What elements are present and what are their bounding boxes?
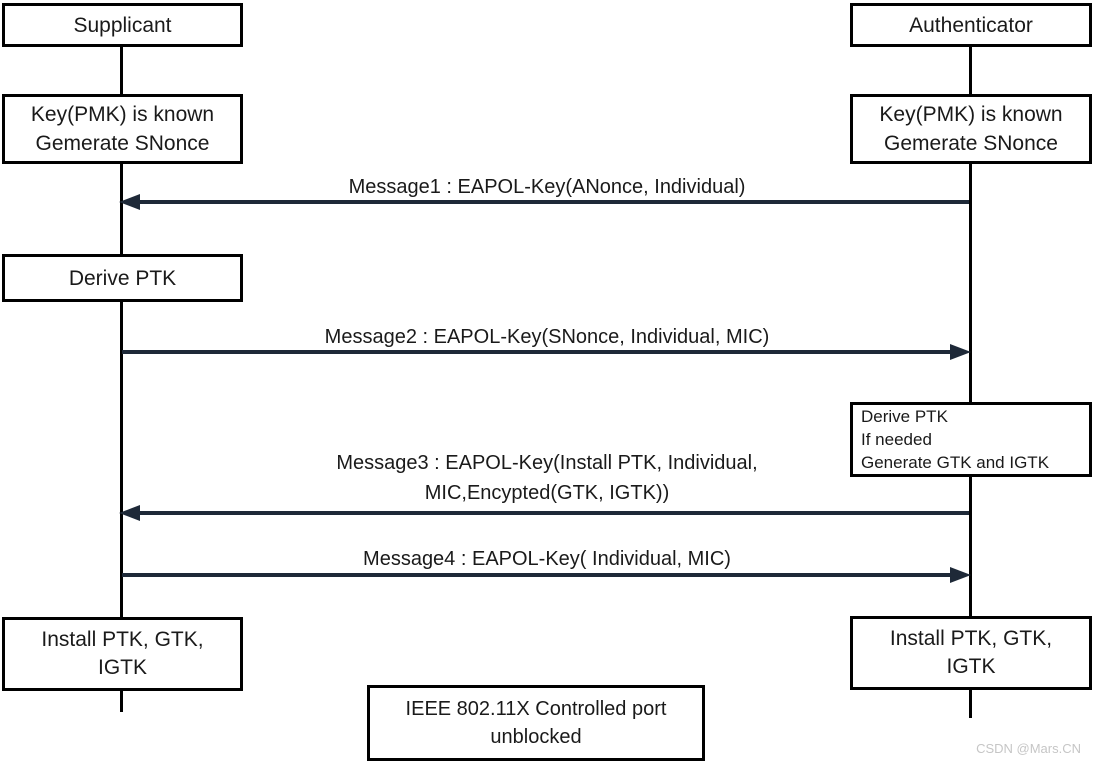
note-controlled-port: IEEE 802.11X Controlled port unblocked — [367, 685, 705, 761]
note-line: Generate GTK and IGTK — [861, 453, 1050, 472]
supplicant-lifeline-segment — [120, 47, 123, 94]
arrowhead-right-icon — [950, 567, 971, 583]
message1-label: Message1 : EAPOL-Key(ANonce, Individual) — [348, 176, 746, 198]
note-supplicant-derive-ptk: Derive PTK — [2, 254, 243, 302]
supplicant-lifeline-segment — [120, 302, 123, 617]
note-line: IGTK — [97, 656, 147, 679]
note-line: IEEE 802.11X Controlled port — [405, 698, 667, 720]
message3-arrow — [138, 511, 969, 515]
supplicant-lifeline-segment — [120, 691, 123, 712]
watermark: CSDN @Mars.CN — [976, 741, 1081, 756]
note-line: unblocked — [490, 726, 582, 748]
message4-label: Message4 : EAPOL-Key( Individual, MIC) — [363, 548, 731, 570]
message1-arrow — [138, 200, 969, 204]
note-line: Derive PTK — [68, 266, 177, 290]
authenticator-lifeline-segment — [969, 690, 972, 718]
message4-arrow — [122, 573, 950, 577]
note-authenticator-derive-ptk: Derive PTK If needed Generate GTK and IG… — [850, 402, 1092, 477]
note-line: Install PTK, GTK, — [889, 627, 1053, 650]
message2-arrow — [122, 350, 950, 354]
note-line: Key(PMK) is known — [30, 103, 215, 126]
note-line: Key(PMK) is known — [879, 103, 1063, 126]
authenticator-lifeline-segment — [969, 47, 972, 94]
message2-label: Message2 : EAPOL-Key(SNonce, Individual,… — [324, 326, 770, 348]
note-line: If needed — [861, 430, 932, 449]
actor-box-authenticator: Authenticator — [850, 3, 1092, 47]
note-line: IGTK — [946, 655, 996, 678]
actor-label-authenticator: Authenticator — [909, 13, 1033, 37]
note-line: Gemerate SNonce — [884, 132, 1058, 155]
actor-box-supplicant: Supplicant — [2, 3, 243, 47]
authenticator-lifeline-segment — [969, 164, 972, 402]
message3-label: Message3 : EAPOL-Key(Install PTK, Indivi… — [336, 452, 758, 504]
note-authenticator-key: Key(PMK) is known Gemerate SNonce — [850, 94, 1092, 164]
note-line: Install PTK, GTK, — [41, 628, 204, 651]
arrowhead-right-icon — [950, 344, 971, 360]
note-line: Derive PTK — [861, 407, 948, 426]
note-line: Gemerate SNonce — [35, 132, 210, 155]
note-supplicant-install: Install PTK, GTK, IGTK — [2, 617, 243, 691]
note-supplicant-key: Key(PMK) is known Gemerate SNonce — [2, 94, 243, 164]
arrowhead-left-icon — [119, 505, 140, 521]
authenticator-lifeline-segment — [969, 477, 972, 616]
note-authenticator-install: Install PTK, GTK, IGTK — [850, 616, 1092, 690]
actor-label-supplicant: Supplicant — [73, 13, 172, 37]
arrowhead-left-icon — [119, 194, 140, 210]
